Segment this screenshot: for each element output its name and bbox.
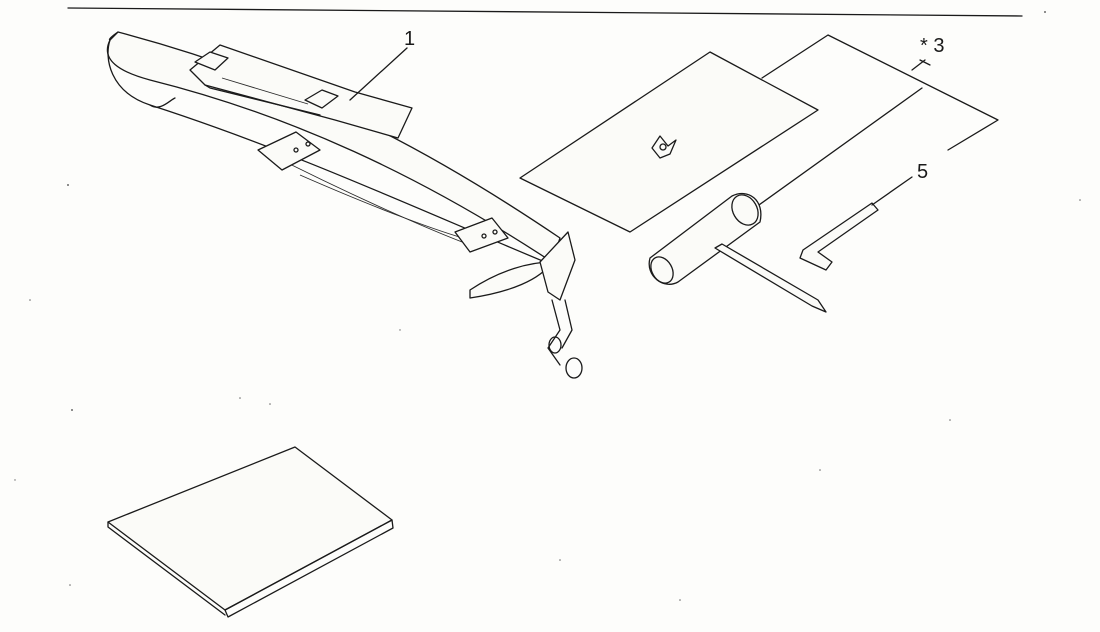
callout-5: 5	[917, 161, 928, 183]
scan-noise	[14, 11, 1081, 601]
shoulder-strap	[106, 31, 583, 379]
callout-1: 1	[404, 28, 415, 50]
instruction-sheet	[519, 51, 819, 233]
leader-line-5	[871, 176, 913, 206]
leader-line-3	[911, 59, 926, 71]
group-bracket-3	[737, 34, 999, 221]
socket-wrench	[648, 192, 827, 313]
callout-3: * 3	[920, 35, 944, 57]
owners-manual	[107, 446, 394, 618]
hex-key	[799, 202, 879, 271]
top-border-line	[67, 7, 1023, 17]
leader-line-1	[349, 47, 408, 101]
harness-pad	[189, 44, 413, 139]
